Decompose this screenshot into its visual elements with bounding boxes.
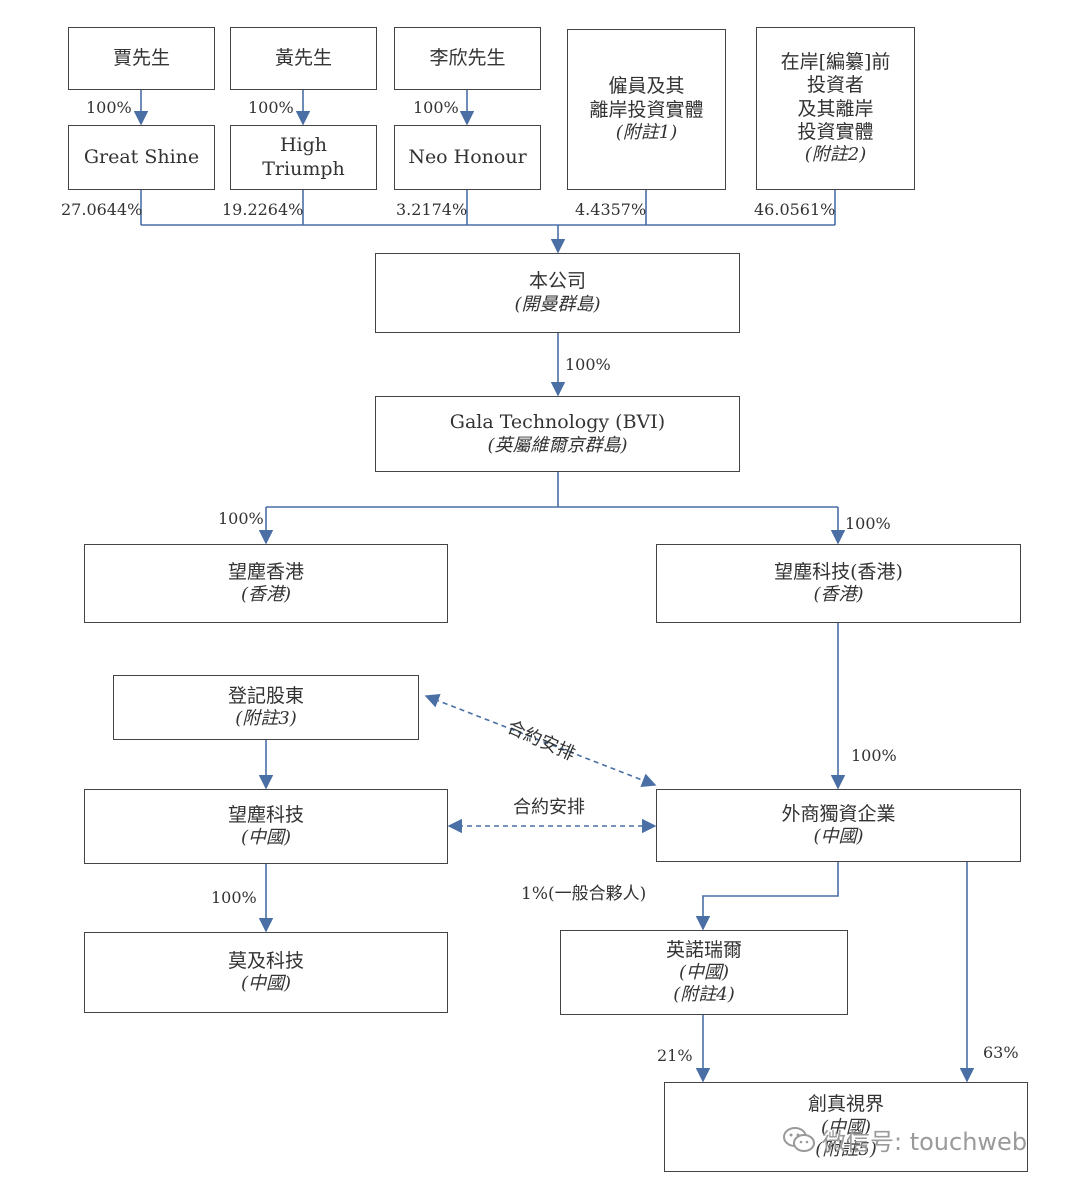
label-techcn-moji: 100% [211,888,257,907]
node-wangzuo-hk-sub: (香港) [240,584,292,606]
node-wfoe-sub: (中國) [813,826,864,848]
label-pre-company: 46.0561% [754,200,836,219]
node-wangzuo-hk: 望塵香港 (香港) [84,544,448,623]
label-company-gala: 100% [565,355,611,374]
node-gala-bvi: Gala Technology (BVI) (英屬維爾京群島) [375,396,740,472]
node-employees-line1: 僱員及其 [608,75,685,98]
node-wangzuo-tech-hk-title: 望塵科技(香港) [774,560,903,583]
node-registered-shareholders-title: 登記股東 [227,684,304,707]
label-jia-greatshine: 100% [86,98,132,117]
node-wangzuo-hk-title: 望塵香港 [227,560,304,583]
node-pre-ipo-line4: 投資實體 [797,120,874,143]
node-mr-li: 李欣先生 [394,27,541,90]
node-high-triumph: High Triumph [230,125,377,190]
edge-wfoe-yingnuo [695,862,839,931]
node-wangzuo-tech-hk-sub: (香港) [813,584,864,606]
label-gs-company: 27.0644% [61,200,143,219]
label-ht-company: 19.2264% [222,200,304,219]
node-neo-honour-title: Neo Honour [408,145,527,168]
label-li-neohonour: 100% [413,98,459,117]
node-company-title: 本公司 [528,270,586,293]
node-wangzuo-tech-cn-sub: (中國) [240,827,292,849]
label-wfoe-yingnuo: 1%(一般合夥人) [521,884,647,904]
node-yingnuo: 英諾瑞爾 (中國) (附註4) [560,930,848,1015]
node-moji-tech-sub: (中國) [240,973,292,995]
node-pre-ipo-investors: 在岸[編纂]前 投資者 及其離岸 投資實體 (附註2) [756,27,915,190]
node-employees: 僱員及其 離岸投資實體 (附註1) [567,29,726,190]
node-gala-bvi-title: Gala Technology (BVI) [449,411,666,434]
node-chuangzhen: 創真視界 (中國) (附註5) [664,1082,1028,1172]
node-pre-ipo-line3: 及其離岸 [797,97,874,120]
node-wfoe: 外商獨資企業 (中國) [656,789,1021,862]
node-employees-line2: 離岸投資實體 [589,98,704,121]
node-yingnuo-sub: (中國) [678,962,730,984]
node-company-sub: (開曼群島) [514,293,601,315]
node-pre-ipo-line1: 在岸[編纂]前 [780,51,891,74]
label-techhk-wfoe: 100% [851,746,897,765]
label-gala-techhk: 100% [845,514,891,533]
node-moji-tech: 莫及科技 (中國) [84,932,448,1013]
node-mr-huang: 黃先生 [230,27,377,90]
node-high-triumph-line1: High [279,134,328,157]
watermark-text: 微信号: touchweb [822,1128,1028,1156]
node-wangzuo-tech-cn-title: 望塵科技 [227,803,304,826]
label-emp-company: 4.4357% [575,200,647,219]
label-gala-hk: 100% [218,509,264,528]
node-yingnuo-note: (附註4) [673,984,735,1006]
label-wfoe-cz: 63% [983,1043,1019,1062]
node-gala-bvi-sub: (英屬維爾京群島) [487,434,628,456]
label-nh-company: 3.2174% [396,200,468,219]
node-great-shine-title: Great Shine [83,145,200,168]
node-pre-ipo-line2: 投資者 [806,74,864,97]
node-wangzuo-tech-hk: 望塵科技(香港) (香港) [656,544,1021,623]
node-yingnuo-title: 英諾瑞爾 [665,938,742,961]
node-pre-ipo-note: (附註2) [804,143,867,165]
node-wfoe-title: 外商獨資企業 [781,802,896,825]
node-neo-honour: Neo Honour [394,125,541,190]
node-wangzuo-tech-cn: 望塵科技 (中國) [84,789,448,864]
label-yingnuo-cz: 21% [657,1046,693,1065]
node-chuangzhen-title: 創真視界 [807,1093,884,1116]
wechat-icon [783,1126,815,1152]
label-contract-2: 合約安排 [513,797,585,818]
node-company: 本公司 (開曼群島) [375,253,740,333]
node-registered-shareholders-note: (附註3) [235,708,297,730]
node-mr-huang-title: 黃先生 [274,46,332,69]
node-high-triumph-line2: Triumph [262,157,345,180]
node-moji-tech-title: 莫及科技 [227,949,304,972]
node-mr-jia-title: 賈先生 [112,46,170,69]
node-mr-jia: 賈先生 [68,27,215,90]
edge-contract-reg-wfoe [424,693,657,788]
node-chuangzhen-note: (附註5) [815,1138,877,1160]
watermark: 微信号: touchweb [782,1122,1027,1157]
node-great-shine: Great Shine [68,125,215,190]
node-employees-note: (附註1) [615,121,678,143]
node-registered-shareholders: 登記股東 (附註3) [113,675,419,740]
label-huang-hightriumph: 100% [248,98,294,117]
node-mr-li-title: 李欣先生 [429,46,506,69]
node-chuangzhen-sub: (中國) [820,1116,872,1138]
